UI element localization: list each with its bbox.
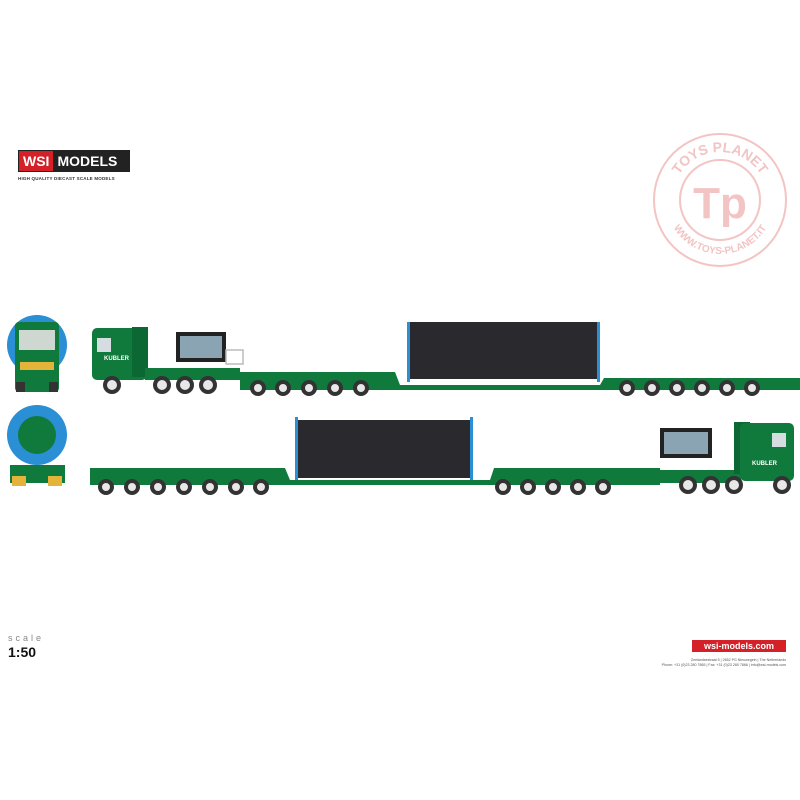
trailer-bottom (90, 417, 660, 485)
scale-indicator: scale 1:50 (8, 633, 44, 660)
footer-contact: wsi-models.com Zeelandsestraat 5 | 2652 … (662, 636, 786, 668)
cargo-load-bottom (298, 420, 470, 478)
logo-models: MODELS (53, 151, 129, 171)
tractor-unit-right-side: KUBLER (656, 422, 794, 483)
rear-view (7, 405, 67, 486)
toys-planet-watermark: TOYS PLANET WWW.TOYS-PLANET.IT Tp (653, 133, 787, 267)
cargo-load-top (410, 322, 598, 379)
wheels-bottom (98, 476, 791, 495)
livery-text-bottom: KUBLER (752, 461, 778, 467)
scale-value: 1:50 (8, 644, 37, 660)
wsi-models-logo: WSI MODELS HIGH QUALITY DIECAST SCALE MO… (18, 150, 130, 181)
tractor-unit-left-side: KUBLER (92, 327, 244, 380)
logo-tagline: HIGH QUALITY DIECAST SCALE MODELS (18, 176, 115, 181)
front-view (7, 315, 67, 392)
contact-text: Phone: +31 (0)23 280 7865 | Fax: +31 (0)… (661, 663, 786, 667)
website-link[interactable]: wsi-models.com (691, 640, 786, 652)
watermark-monogram: Tp (693, 179, 747, 228)
trailer-top (240, 322, 800, 390)
scale-label: scale (8, 633, 45, 643)
address-text: Zeelandsestraat 5 | 2652 PG Nieuwegein |… (690, 658, 786, 662)
wheels-top (103, 376, 760, 396)
livery-text-top: KUBLER (104, 356, 130, 362)
logo-wsi: WSI (19, 151, 54, 171)
